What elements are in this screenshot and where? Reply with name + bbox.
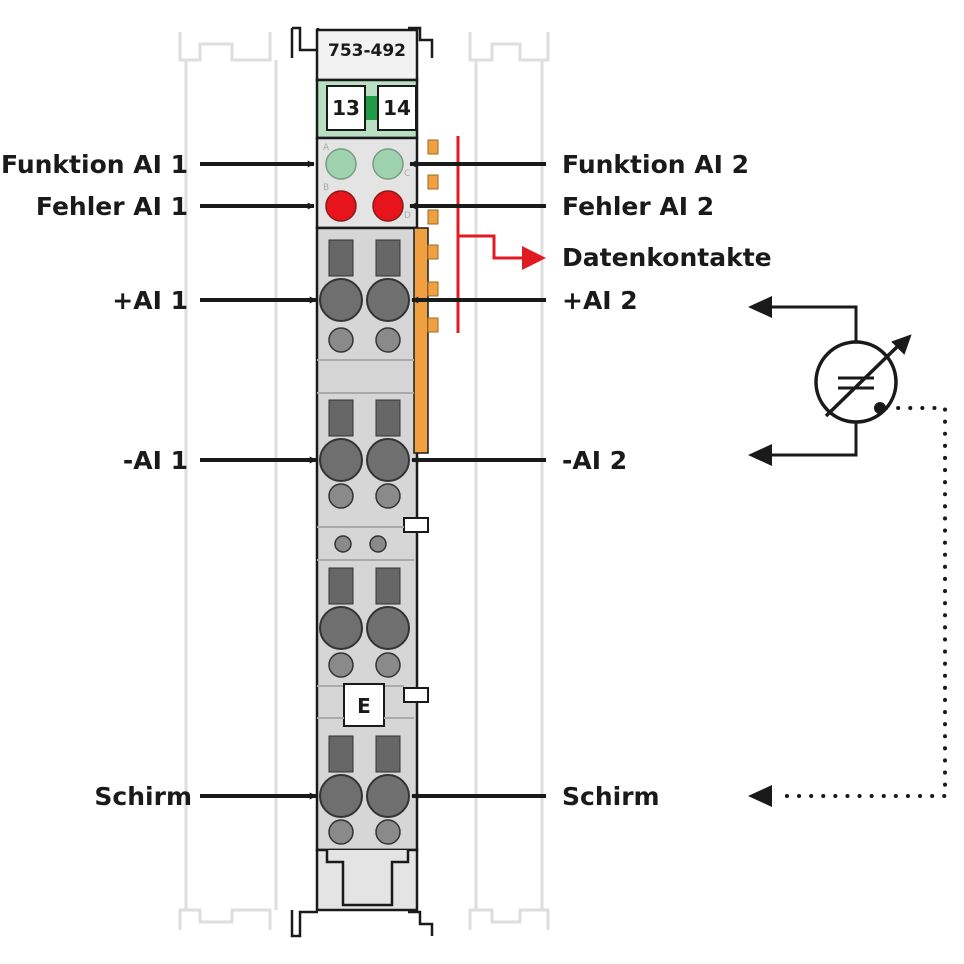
- housing-notches: [403, 517, 429, 703]
- label-minus-ai1: -AI 1: [123, 446, 188, 475]
- sensor-wiring: [768, 305, 858, 457]
- terminal-block-4: [319, 735, 410, 845]
- led-letter-c: C: [404, 169, 410, 179]
- led-error-ai1: [325, 190, 357, 222]
- led-function-ai2: [372, 148, 404, 180]
- led-letter-d: D: [404, 211, 411, 221]
- sensor-wire-arrowheads: [748, 296, 772, 807]
- part-number: 753-492: [328, 41, 406, 61]
- label-plus-ai2: +AI 2: [562, 286, 638, 315]
- channel-label-13: 13: [332, 96, 360, 120]
- terminal-spacer: [317, 526, 414, 561]
- label-datenkontakte: Datenkontakte: [562, 243, 772, 272]
- bottom-latch: [290, 850, 434, 938]
- label-schirm-right: Schirm: [562, 782, 660, 811]
- label-fehler-ai2: Fehler AI 2: [562, 192, 714, 221]
- label-plus-ai1: +AI 1: [112, 286, 188, 315]
- terminal-block-3: [317, 567, 410, 687]
- shield-dotted-wire: [774, 406, 947, 798]
- channel-label-14: 14: [383, 96, 411, 120]
- led-letter-a: A: [323, 143, 330, 153]
- channel-marker-14: 14: [377, 85, 417, 131]
- channel-divider: [366, 96, 378, 120]
- data-contact-strip: [413, 139, 439, 454]
- label-funktion-ai1: Funktion AI 1: [1, 150, 188, 179]
- label-funktion-ai2: Funktion AI 2: [562, 150, 749, 179]
- led-error-ai2: [372, 190, 404, 222]
- marker-card-e: E: [317, 683, 414, 727]
- terminal-block-2: [317, 392, 414, 509]
- right-pointer-arrows: [409, 160, 546, 800]
- label-schirm-left: Schirm: [94, 782, 192, 811]
- neighbor-module-outline: [178, 32, 550, 930]
- sensor-symbol-icon: [814, 334, 912, 424]
- label-fehler-ai1: Fehler AI 1: [36, 192, 188, 221]
- left-pointer-arrows: [200, 160, 317, 800]
- label-minus-ai2: -AI 2: [562, 446, 627, 475]
- led-letter-b: B: [323, 183, 329, 193]
- channel-marker-13: 13: [326, 85, 366, 131]
- terminal-block-1: [317, 239, 414, 361]
- data-contacts-arrowhead: [522, 246, 546, 270]
- led-function-ai1: [325, 148, 357, 180]
- marker-label: E: [357, 694, 371, 718]
